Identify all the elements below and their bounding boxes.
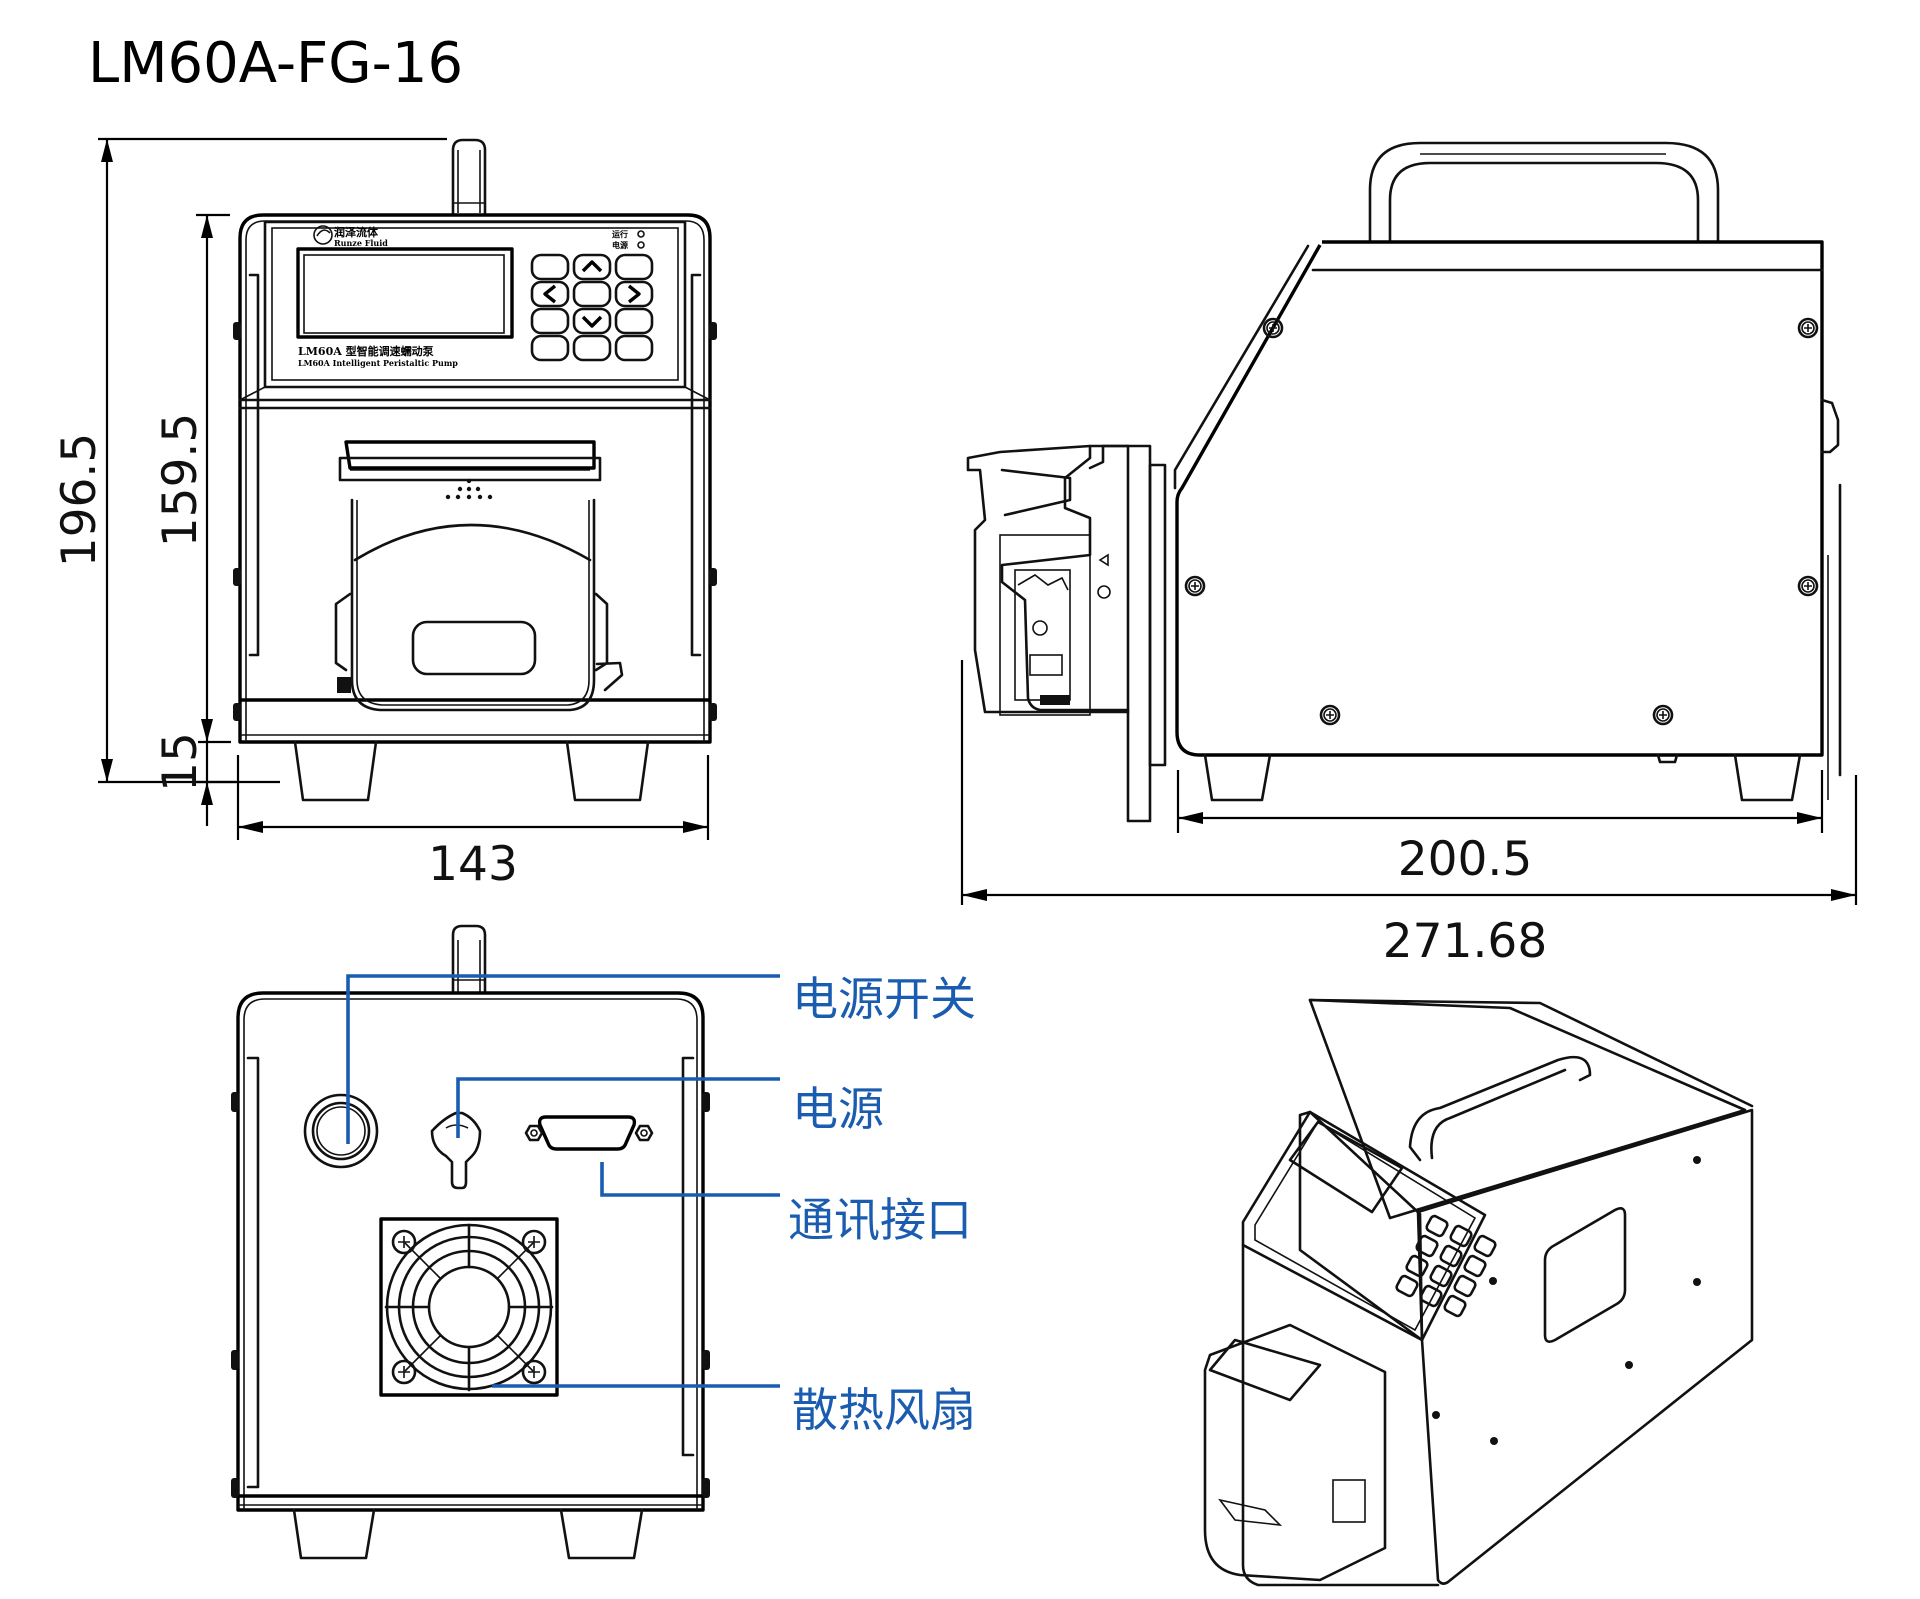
back-view bbox=[231, 924, 710, 1560]
blank-key[interactable] bbox=[572, 280, 612, 308]
model-title: LM60A-FG-16 bbox=[88, 31, 463, 96]
left-arrow-icon bbox=[543, 284, 557, 304]
up-arrow-icon bbox=[581, 260, 603, 273]
screw-icon bbox=[1652, 704, 1674, 726]
blank-key[interactable] bbox=[572, 334, 612, 362]
handle-stub bbox=[451, 138, 487, 215]
up-arrow-key[interactable] bbox=[572, 253, 612, 281]
callout-line-comm-port bbox=[600, 1162, 780, 1197]
dim-total-height: 196.5 bbox=[52, 433, 107, 568]
cooling-fan-icon bbox=[379, 1217, 559, 1397]
side-body-outline bbox=[1175, 240, 1824, 757]
side-screws bbox=[1184, 317, 1819, 726]
indicator-power-label: 电源 bbox=[612, 240, 628, 250]
front-body-outline bbox=[238, 213, 712, 744]
fan-screw bbox=[391, 1229, 547, 1385]
blank-key[interactable] bbox=[530, 253, 570, 281]
run-led-icon bbox=[637, 230, 645, 238]
label-power-switch: 电源开关 bbox=[792, 972, 976, 1026]
adjust-knob bbox=[1040, 695, 1070, 705]
label-comm-port: 通讯接口 bbox=[788, 1193, 972, 1247]
callout-line-power-socket bbox=[456, 1077, 780, 1138]
indicator-run-label: 运行 bbox=[612, 229, 628, 239]
right-arrow-key[interactable] bbox=[614, 280, 654, 308]
side-pump-head bbox=[966, 444, 1167, 823]
iso-key bbox=[1453, 1274, 1477, 1298]
screw-icon bbox=[1319, 704, 1341, 726]
comm-port-icon[interactable] bbox=[524, 1115, 654, 1151]
iso-key bbox=[1425, 1214, 1449, 1238]
dim-body-height: 159.5 bbox=[153, 413, 208, 548]
dim-foot-height: 15 bbox=[153, 732, 208, 792]
control-panel: 润泽流体 Runze Fluid 运行 电源 LM60A 型智能调速蠕动泵 LM… bbox=[238, 220, 712, 402]
iso-key bbox=[1449, 1224, 1473, 1248]
foot-left bbox=[293, 740, 378, 802]
keypad bbox=[530, 253, 654, 362]
dim-body-length: 200.5 bbox=[1398, 832, 1533, 887]
pump-window bbox=[411, 620, 537, 676]
dim-total-length: 271.68 bbox=[1383, 914, 1547, 969]
front-dimensions: 196.5 159.5 15 143 bbox=[52, 137, 710, 892]
lcd-screen bbox=[296, 247, 514, 339]
pump-logo-dots bbox=[445, 478, 493, 500]
iso-key bbox=[1415, 1234, 1439, 1258]
side-foot-front bbox=[1203, 753, 1272, 802]
label-cooling-fan: 散热风扇 bbox=[792, 1383, 976, 1437]
iso-key bbox=[1473, 1234, 1497, 1258]
model-name-en: LM60A Intelligent Peristaltic Pump bbox=[298, 358, 458, 368]
side-handle bbox=[1368, 141, 1720, 244]
isometric-view bbox=[1203, 998, 1754, 1587]
side-dimensions: 200.5 271.68 bbox=[960, 660, 1858, 969]
iso-keypad bbox=[1395, 1214, 1497, 1318]
brand-name-en: Runze Fluid bbox=[334, 238, 388, 248]
blank-key[interactable] bbox=[614, 253, 654, 281]
iso-key bbox=[1463, 1254, 1487, 1278]
side-foot-rear bbox=[1733, 753, 1802, 802]
iso-key bbox=[1405, 1254, 1429, 1278]
blank-key[interactable] bbox=[614, 334, 654, 362]
blank-key[interactable] bbox=[530, 334, 570, 362]
left-arrow-key[interactable] bbox=[530, 280, 570, 308]
screw-icon bbox=[1797, 575, 1819, 597]
dim-width: 143 bbox=[428, 837, 518, 892]
callout-line-power-switch bbox=[346, 974, 780, 1144]
right-arrow-icon bbox=[627, 284, 641, 304]
down-arrow-key[interactable] bbox=[572, 307, 612, 335]
power-socket-icon[interactable] bbox=[430, 1111, 482, 1190]
screw-icon bbox=[1797, 317, 1819, 339]
screw-icon bbox=[1262, 317, 1284, 339]
label-power-socket: 电源 bbox=[792, 1082, 884, 1136]
brand-logo: 润泽流体 Runze Fluid bbox=[313, 225, 388, 248]
iso-key bbox=[1439, 1244, 1463, 1268]
back-body-outline bbox=[236, 991, 705, 1512]
iso-key bbox=[1429, 1264, 1453, 1288]
iso-key bbox=[1419, 1284, 1443, 1308]
brand-name-cn: 润泽流体 bbox=[334, 225, 379, 239]
side-knob bbox=[233, 322, 241, 340]
down-arrow-icon bbox=[581, 315, 603, 328]
power-led-icon bbox=[637, 241, 645, 249]
side-view bbox=[966, 141, 1842, 823]
callout-lines bbox=[346, 974, 780, 1388]
screw-icon bbox=[1184, 575, 1206, 597]
power-switch-icon[interactable] bbox=[303, 1093, 379, 1169]
pump-head bbox=[334, 440, 624, 712]
front-view: 润泽流体 Runze Fluid 运行 电源 LM60A 型智能调速蠕动泵 LM… bbox=[233, 138, 717, 802]
iso-key bbox=[1443, 1294, 1467, 1318]
iso-key bbox=[1395, 1274, 1419, 1298]
foot-right bbox=[565, 740, 650, 802]
blank-key[interactable] bbox=[614, 307, 654, 335]
blank-key[interactable] bbox=[530, 307, 570, 335]
model-name-cn: LM60A 型智能调速蠕动泵 bbox=[298, 344, 434, 358]
